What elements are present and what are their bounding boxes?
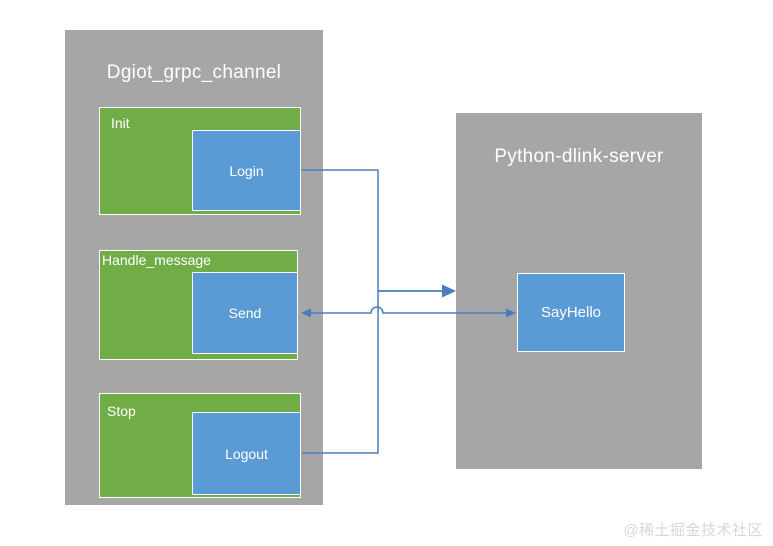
- client-panel-title: Dgiot_grpc_channel: [106, 62, 282, 83]
- login-box: Login: [192, 130, 301, 211]
- block-init-label: Init: [111, 115, 130, 131]
- logout-box: Logout: [192, 412, 301, 495]
- block-handle-message-label: Handle_message: [102, 252, 211, 268]
- logout-box-label: Logout: [225, 445, 268, 462]
- sayhello-box-label: SayHello: [540, 304, 602, 321]
- server-arrowhead-icon: [442, 284, 456, 298]
- sayhello-box: SayHello: [517, 273, 625, 352]
- login-box-label: Login: [229, 162, 264, 179]
- server-panel-title: Python-dlink-server: [494, 146, 664, 167]
- send-box-label: Send: [228, 305, 262, 321]
- block-stop-label: Stop: [107, 403, 136, 419]
- watermark-text: @稀土掘金技术社区: [623, 522, 763, 539]
- send-box: Send: [192, 272, 298, 354]
